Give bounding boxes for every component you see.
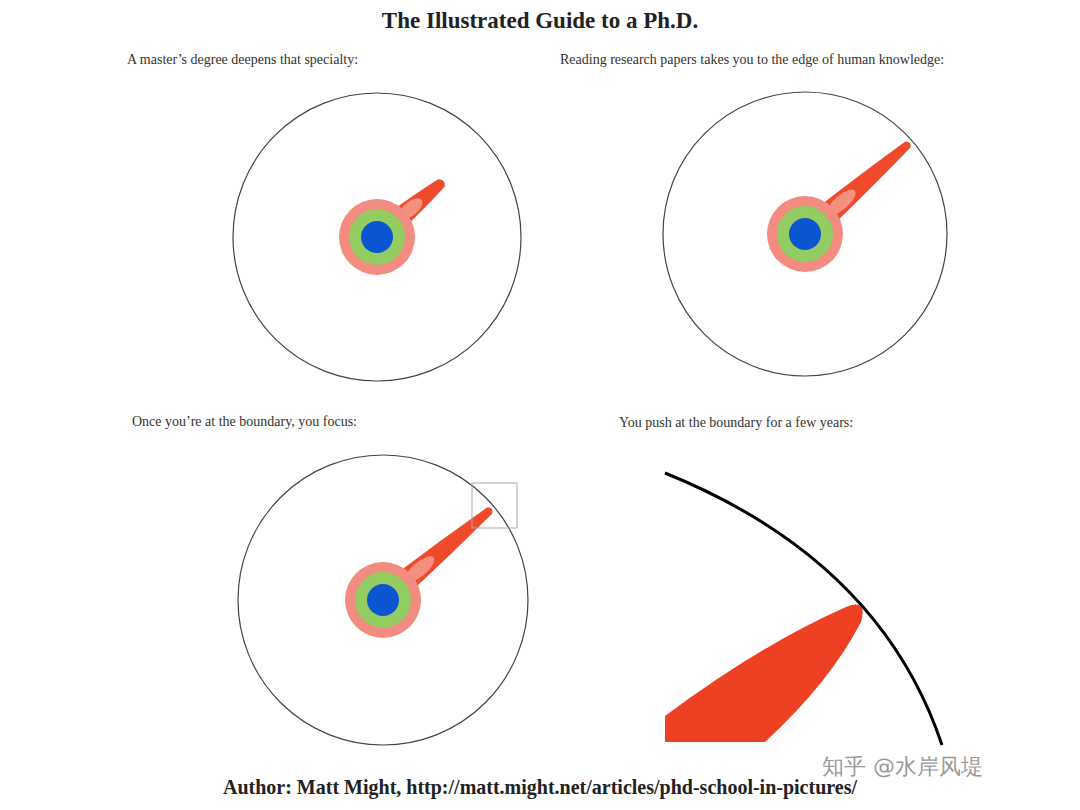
panel-caption: Reading research papers takes you to the… — [560, 52, 944, 68]
panel-caption: A master’s degree deepens that specialty… — [127, 52, 358, 68]
panel-caption: You push at the boundary for a few years… — [619, 415, 853, 431]
knowledge-panel — [233, 93, 521, 381]
panel-caption: Once you’re at the boundary, you focus: — [132, 414, 357, 430]
knowledge-panel — [238, 455, 528, 745]
page-title: The Illustrated Guide to a Ph.D. — [382, 8, 698, 34]
zoom-panel — [665, 473, 942, 745]
knowledge-panel — [663, 92, 947, 376]
author-caption: Author: Matt Might, http://matt.might.ne… — [223, 776, 857, 799]
